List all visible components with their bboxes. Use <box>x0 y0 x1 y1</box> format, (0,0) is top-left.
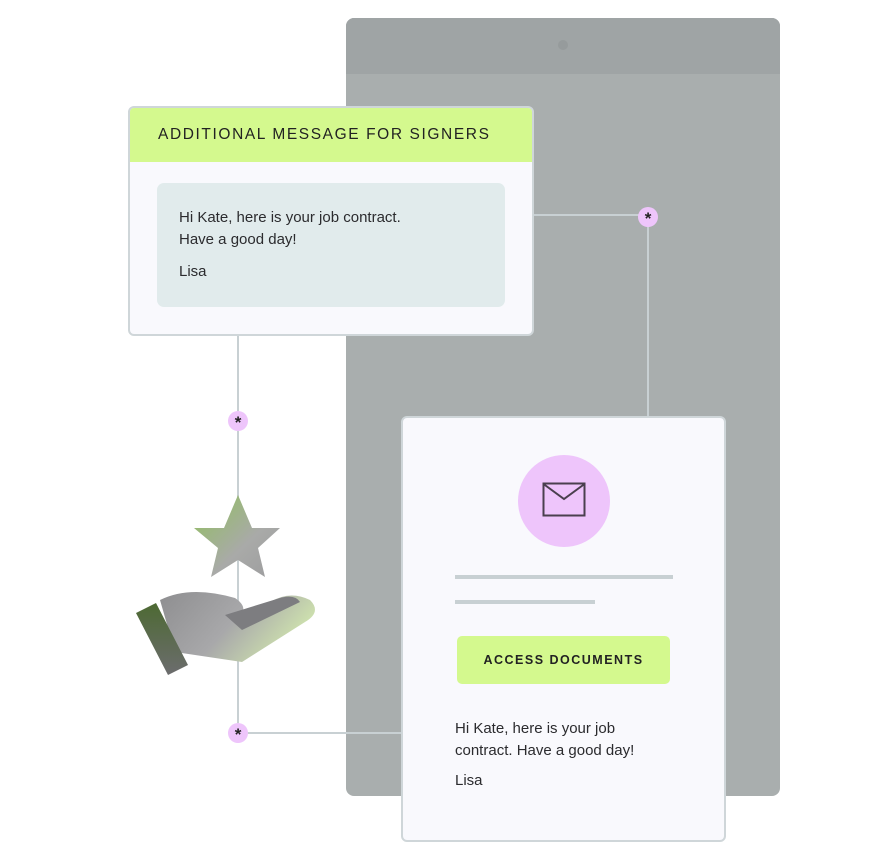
message-box[interactable]: Hi Kate, here is your job contract. Have… <box>157 183 505 307</box>
asterisk-marker: * <box>638 207 658 228</box>
message-signature: Lisa <box>455 772 483 789</box>
star-icon <box>194 495 280 577</box>
access-documents-button[interactable]: ACCESS DOCUMENTS <box>457 636 670 684</box>
asterisk-marker: * <box>228 411 248 432</box>
hand-icon <box>136 591 315 675</box>
message-line: Hi Kate, here is your job <box>455 720 616 737</box>
envelope-icon <box>542 482 586 517</box>
additional-message-card: ADDITIONAL MESSAGE FOR SIGNERS Hi Kate, … <box>128 106 534 336</box>
asterisk-marker: * <box>228 723 248 744</box>
placeholder-line <box>455 575 673 579</box>
message-line: Have a good day! <box>179 231 297 248</box>
card-title: ADDITIONAL MESSAGE FOR SIGNERS <box>130 108 532 162</box>
message-line: Hi Kate, here is your job contract. <box>179 209 401 226</box>
email-preview-card: ACCESS DOCUMENTS Hi Kate, here is your j… <box>401 416 726 842</box>
message-signature: Lisa <box>179 263 207 280</box>
email-message: Hi Kate, here is your job contract. Have… <box>455 718 695 792</box>
message-line: contract. Have a good day! <box>455 742 635 759</box>
connector-line <box>647 216 649 416</box>
envelope-badge <box>518 455 610 547</box>
camera-dot <box>558 40 568 50</box>
connector-line <box>533 214 648 216</box>
placeholder-line <box>455 600 595 604</box>
connector-line <box>238 732 401 734</box>
hand-star-illustration <box>136 495 315 675</box>
